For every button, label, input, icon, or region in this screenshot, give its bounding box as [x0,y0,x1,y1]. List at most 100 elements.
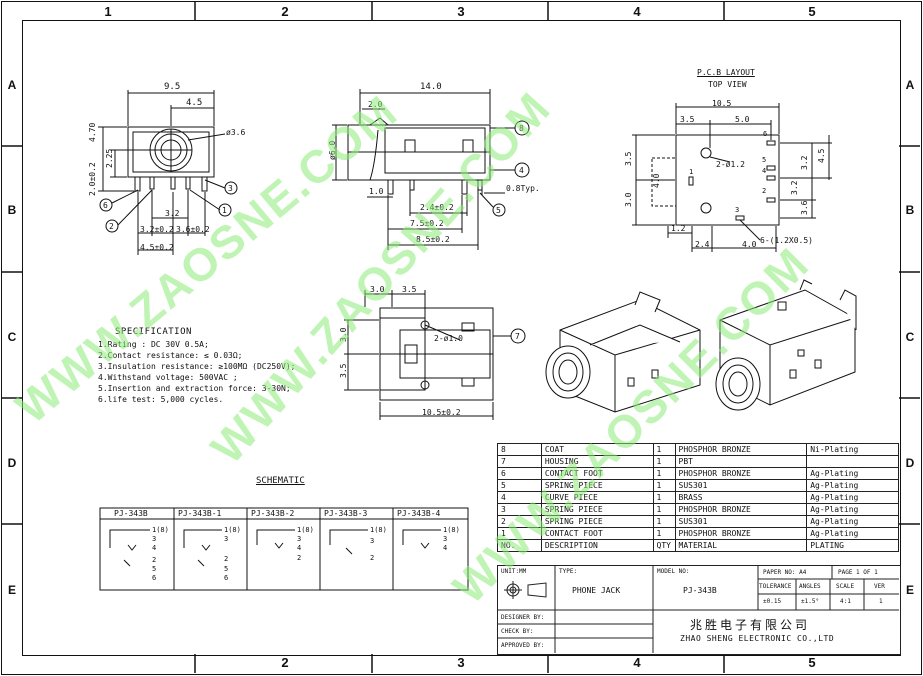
dim-label: 7.5±0.2 [410,219,444,228]
dim-label: 2-ø1.0 [434,334,463,343]
row-letter: E [7,583,16,597]
angles-value: ±1.5° [801,598,820,605]
spec-line: 5.Insertion and extraction force: 3-30N; [98,384,291,393]
dim-label: 8.5±0.2 [416,235,450,244]
callout-number: 4 [519,166,524,175]
callout-number: 3 [228,184,233,193]
dim-label: 10.5±0.2 [422,408,461,417]
pcb-layout-title: P.C.B LAYOUT [697,68,755,77]
approved-label: APPROVED BY: [501,642,545,649]
version-header: VER [874,583,885,590]
company-name-chinese: 兆胜电子有限公司 [690,618,811,632]
pcb-layout-subtitle: TOP VIEW [708,80,747,89]
dim-label: 3.0 [370,285,385,294]
version-value: 1 [879,598,883,605]
schematic-variant-name: PJ-343B-4 [397,509,441,518]
designer-label: DESIGNER BY: [501,614,545,621]
pin-label: 6 [152,574,157,582]
paper-number: PAPER NO: A4 [763,569,807,576]
callout-number: 7 [515,332,520,341]
column-number: 5 [808,655,816,670]
dim-label: 3.6±0.2 [176,225,210,234]
callout-number: 1 [222,206,227,215]
column-number: 1 [104,4,112,19]
table-cell: 1 [652,467,676,480]
drawing-border-inner [22,20,901,656]
row-letter: A [905,78,915,92]
column-number: 4 [633,4,641,19]
pin-label: 3 [152,535,157,543]
row-letter: C [905,330,915,344]
pcb-dim: 2-ø1.2 [716,160,745,169]
schematic-variant-name: PJ-343B [114,509,148,518]
pin-label: 1(8) [152,526,169,534]
dim-label: 3.5 [402,285,417,294]
pcb-pin-number: 6 [763,130,768,138]
tolerance-value: ±0.15 [763,598,782,605]
pin-label: 5 [152,565,157,573]
pcb-dim: 1.2 [671,224,686,233]
schematic-variant-name: PJ-343B-3 [324,509,368,518]
schematic-variant-name: PJ-343B-2 [251,509,295,518]
pin-label: 2 [152,556,157,564]
dim-label: 4.5 [186,98,203,108]
scale-header: SCALE [836,583,855,590]
type-value: PHONE JACK [572,586,621,595]
pin-label: 1(8) [297,526,314,534]
row-letter: A [7,78,17,92]
pin-label: 1(8) [443,526,460,534]
column-number: 4 [633,655,641,670]
callout-number: 8 [519,124,524,133]
specification-title: SPECIFICATION [115,327,192,337]
schematic-variant-name: PJ-343B-1 [178,509,222,518]
dim-label: ø3.6 [226,128,246,137]
model-value: PJ-343B [683,586,717,595]
callout-number: 5 [496,206,501,215]
spec-line: 6.life test: 5,000 cycles. [98,395,224,404]
dim-label: 0.8Typ. [506,184,540,193]
dim-label: 1.0 [369,187,384,196]
dim-label: 14.0 [420,82,442,92]
dim-label: 4.5±0.2 [140,243,174,252]
pin-label: 3 [443,535,448,543]
column-number: 2 [281,4,289,19]
check-label: CHECK BY: [501,628,534,635]
schematic-title: SCHEMATIC [256,476,305,486]
row-letter: B [7,203,17,217]
pcb-pin-number: 5 [762,156,767,164]
pin-label: 1(8) [370,526,387,534]
dim-label: 2.4±0.2 [420,203,454,212]
table-cell: QTY [652,539,676,552]
dim-label: 3.2 [165,209,180,218]
pin-label: 2 [370,554,375,562]
callout-number: 2 [109,222,114,231]
pcb-dim: 10.5 [712,99,732,108]
column-number: 3 [457,655,465,670]
pin-label: 6 [224,574,229,582]
row-letter: C [7,330,17,344]
model-label: MODEL NO: [657,568,690,575]
table-cell: 1 [652,491,676,504]
column-number: 2 [281,655,289,670]
pcb-dim: 4.0 [742,240,757,249]
callout-number: 6 [103,201,108,210]
type-label: TYPE: [559,568,578,575]
column-number: 5 [808,4,816,19]
row-letter: D [905,456,915,470]
spec-line: 4.Withstand voltage: 500VAC ; [98,373,238,382]
pcb-pin-number: 3 [735,206,740,214]
pin-label: 4 [297,544,302,552]
pin-label: 3 [370,537,375,545]
tolerance-header: TOLERANCE [759,583,792,590]
company-name-english: ZHAO SHENG ELECTRONIC CO.,LTD [680,634,835,643]
